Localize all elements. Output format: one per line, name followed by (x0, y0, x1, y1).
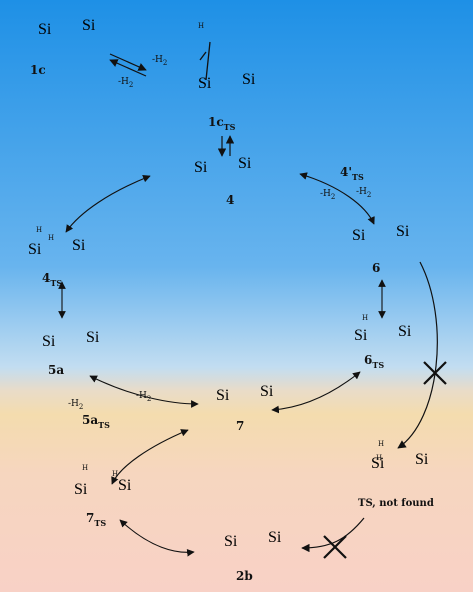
svg-text:H: H (36, 226, 42, 234)
label-2b: 2b (236, 569, 253, 583)
label-1c: 1c (30, 63, 46, 77)
svg-text:H: H (376, 454, 382, 462)
svg-text:H: H (48, 234, 54, 242)
label-4: 4 (226, 193, 234, 207)
label-5a: 5a (48, 363, 64, 377)
label-6: 6 (372, 261, 380, 275)
svg-text:H: H (198, 22, 204, 30)
svg-text:H: H (378, 440, 384, 448)
svg-text:H: H (362, 314, 368, 322)
label-ts-not-found: TS, not found (358, 498, 434, 509)
label-7: 7 (236, 419, 244, 433)
svg-text:H: H (82, 464, 88, 472)
svg-text:H: H (112, 470, 118, 478)
